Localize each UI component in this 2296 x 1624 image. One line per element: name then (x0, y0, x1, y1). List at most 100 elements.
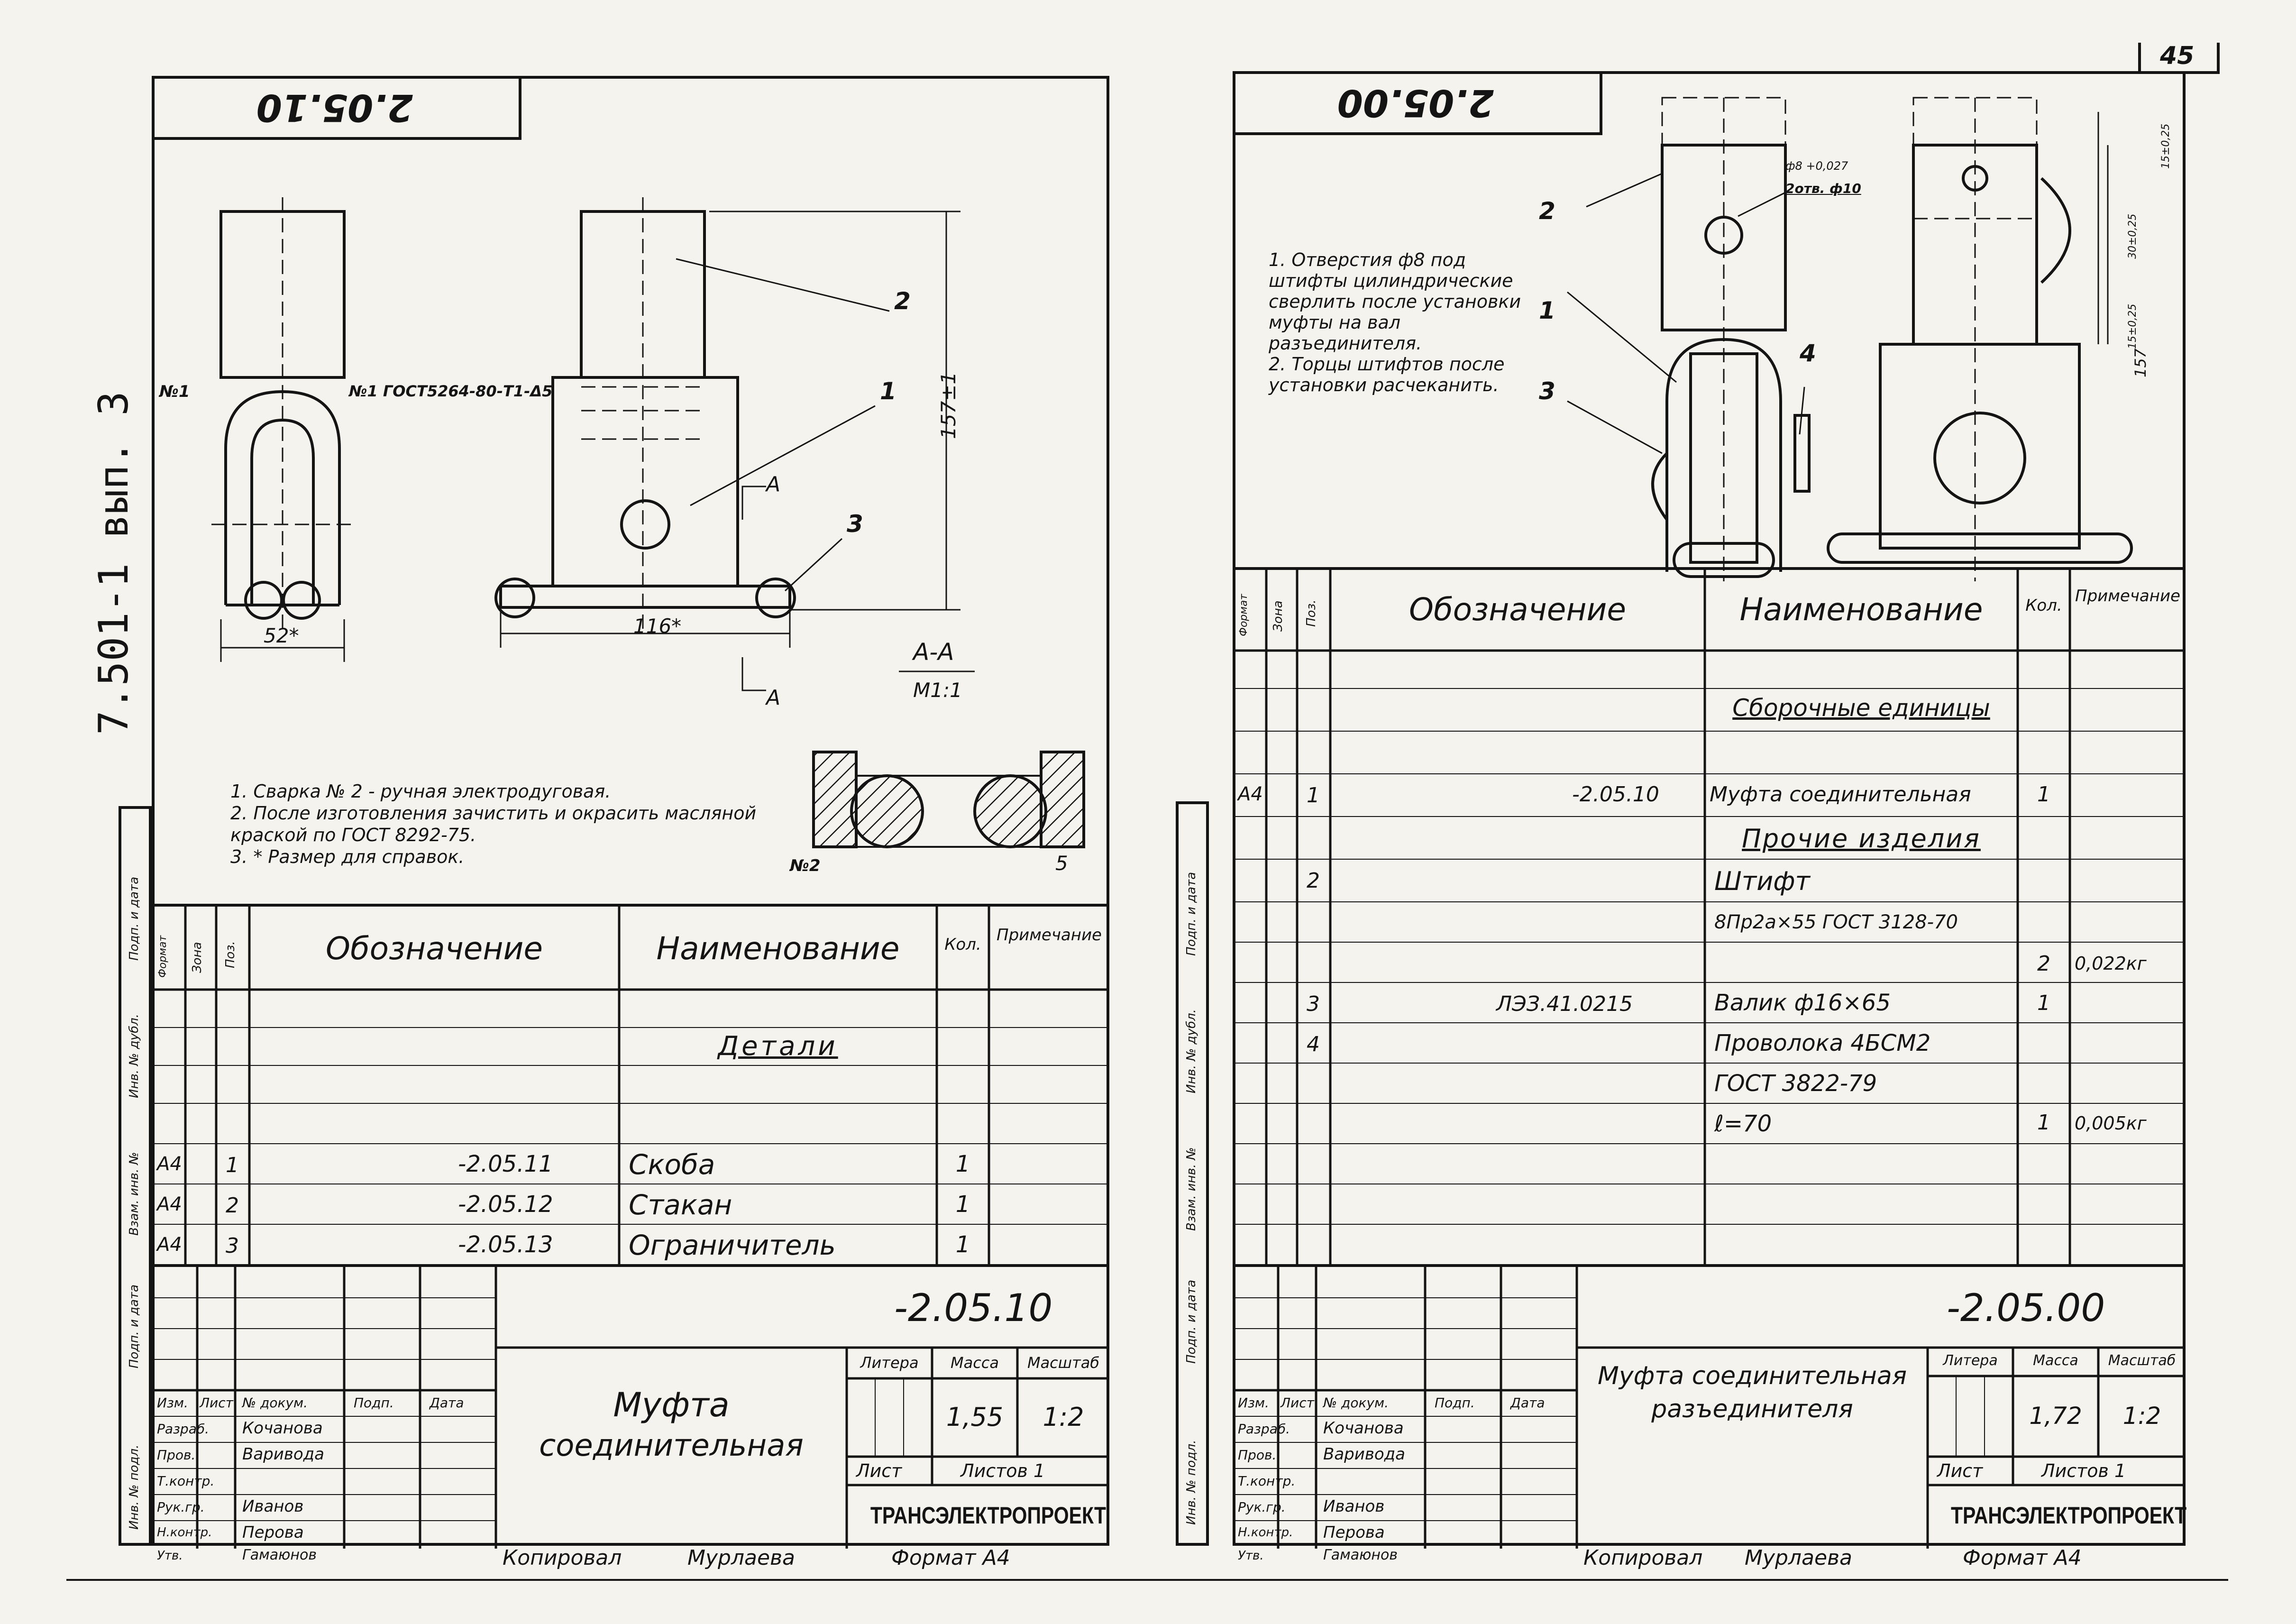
right-dim-15a: 15±0,25 (2160, 123, 2172, 169)
left-row2-pos: 2 (226, 1193, 239, 1218)
section-letter-top: А (766, 472, 781, 496)
right-scale-label: Масштаб (2108, 1352, 2176, 1369)
left-footer-format: Формат А4 (891, 1546, 1010, 1570)
right-col-sign: Подп. (1435, 1395, 1475, 1411)
left-col-doc: № докум. (242, 1395, 308, 1411)
right-side-label-4: Инв. № дубл. (1184, 1009, 1198, 1093)
right-side-label-3: Взам. инв. № (1184, 1147, 1198, 1231)
right-side-label-2: Подп. и дата (1184, 1279, 1198, 1364)
right-row9-note: 0,005кг (2075, 1113, 2147, 1134)
right-body-side (1879, 343, 2081, 550)
left-footer-copier: Мурлаева (687, 1546, 795, 1570)
left-mass-label: Масса (950, 1354, 999, 1372)
left-side-label-4: Инв. № дубл. (127, 1014, 141, 1098)
series-label: 7.501-1 вып. 3 (90, 391, 137, 735)
right-footer-copied: Копировал (1583, 1546, 1703, 1570)
left-body-side (551, 376, 739, 587)
section-scale: М1:1 (913, 679, 962, 702)
right-name-4: Иванов (1323, 1497, 1385, 1516)
left-role-5: Н.контр. (157, 1525, 212, 1540)
left-footer-copied: Копировал (503, 1546, 622, 1570)
left-scale-label: Масштаб (1027, 1354, 1100, 1372)
right-callout-3: 3 (1539, 377, 1555, 405)
right-heading-other: Прочие изделия (1742, 824, 1981, 853)
left-row3-format: А4 (157, 1234, 182, 1256)
left-litera-label: Литера (860, 1354, 919, 1372)
section-letter-bottom: А (766, 686, 781, 710)
left-role-2: Пров. (157, 1447, 196, 1463)
left-side-label-2: Подп. и дата (127, 1284, 141, 1368)
right-row9-name: ℓ=70 (1714, 1110, 1772, 1137)
section-aa-right-wall (1040, 751, 1085, 848)
left-row3-qty: 1 (955, 1231, 970, 1258)
right-callout-2: 2 (1539, 197, 1555, 225)
page-number: 45 (2160, 42, 2195, 70)
left-side-label-5: Подп. и дата (127, 876, 141, 961)
left-section-title: Детали (718, 1031, 838, 1062)
right-row6-designation: ЛЭЗ.41.0215 (1496, 992, 1633, 1016)
right-mass-value: 1,72 (2029, 1402, 2082, 1430)
right-callout-1: 1 (1539, 297, 1555, 324)
left-notes: 1. Сварка № 2 - ручная электродуговая. 2… (230, 780, 823, 868)
right-sheet: 2.05.00 (1233, 71, 2186, 1563)
right-title-block: -2.05.00 Изм. Лист № докум. Подп. Дата Р… (1235, 1264, 2186, 1563)
right-hdr-name: Наименование (1739, 591, 1983, 628)
left-row1-qty: 1 (955, 1151, 970, 1177)
left-role-1: Разраб. (157, 1421, 210, 1437)
right-spec-table: Формат Зона Поз. Обозначение Наименовани… (1235, 567, 2186, 1267)
left-row2-format: А4 (157, 1193, 182, 1215)
left-side-label-1: Инв. № подл. (127, 1444, 141, 1530)
right-row3-pos: 2 (1307, 869, 1320, 893)
right-sheet-label: Лист (1937, 1460, 1983, 1481)
right-name-2: Варивода (1323, 1445, 1406, 1464)
right-sheets-label: Листов 1 (2041, 1460, 2126, 1481)
left-hdr-format: Формат (157, 935, 169, 978)
left-weld2-label: №2 (790, 856, 821, 875)
right-name-1: Кочанова (1323, 1419, 1404, 1438)
left-title-line1: Муфта (613, 1385, 730, 1424)
right-row1-format: А4 (1238, 783, 1263, 805)
left-assembly-drawing (211, 197, 1085, 848)
left-sheets-label: Листов 1 (960, 1460, 1045, 1481)
right-title-line1: Муфта соединительная (1597, 1362, 1907, 1390)
left-row3-designation: -2.05.13 (458, 1231, 553, 1258)
right-mass-label: Масса (2033, 1352, 2078, 1369)
right-row8-name: ГОСТ 3822-79 (1714, 1070, 1877, 1097)
right-col-date: Дата (1510, 1395, 1545, 1411)
left-title-block: -2.05.10 Изм. Лист № докум. Подп. Дата Р… (155, 1264, 1109, 1563)
right-col-list: Лист (1281, 1395, 1314, 1411)
left-hdr-designation: Обозначение (326, 930, 543, 967)
right-note-1: 1. Отверстия ф8 под штифты цилиндрически… (1269, 249, 1521, 354)
right-row9-qty: 1 (2037, 1110, 2050, 1135)
left-row2-designation: -2.05.12 (458, 1191, 553, 1218)
right-role-3: Т.контр. (1238, 1473, 1296, 1489)
left-hdr-name: Наименование (656, 930, 900, 967)
left-spec-table: Формат Зона Поз. Обозначение Наименовани… (155, 904, 1109, 1267)
left-side-stamp: Подп. и дата Инв. № дубл. Взам. инв. № П… (119, 806, 152, 1546)
right-hdr-zone: Зона (1271, 600, 1285, 632)
dim-5: 5 (1055, 852, 1068, 875)
right-callout-4: 4 (1800, 339, 1816, 367)
right-hole-side (1933, 412, 2026, 505)
right-footer-format: Формат А4 (1963, 1546, 2082, 1570)
left-callout-3: 3 (847, 510, 863, 538)
right-row1-designation: -2.05.10 (1572, 782, 1659, 807)
left-side-label-3: Взам. инв. № (127, 1152, 141, 1236)
left-row3-pos: 3 (226, 1234, 239, 1258)
left-pin-circle-2 (282, 581, 321, 620)
bottom-scan-line (66, 1579, 2228, 1581)
right-title-line2: разъединителя (1651, 1395, 1853, 1423)
left-sheet-label: Лист (856, 1460, 902, 1481)
left-col-sign: Подп. (354, 1395, 394, 1411)
right-dim-30: 30±0,25 (2127, 213, 2139, 259)
dim-116: 116* (633, 615, 682, 638)
dim-157: 157±1 (937, 371, 960, 439)
left-weld1-label: №1 (159, 382, 190, 401)
left-role-4: Рук.гр. (157, 1499, 205, 1515)
left-role-6: Утв. (157, 1549, 183, 1563)
right-role-5: Н.контр. (1238, 1525, 1293, 1540)
left-col-list: Лист (200, 1395, 233, 1411)
right-assembly-drawing (1567, 97, 2133, 581)
left-row2-qty: 1 (955, 1191, 970, 1218)
